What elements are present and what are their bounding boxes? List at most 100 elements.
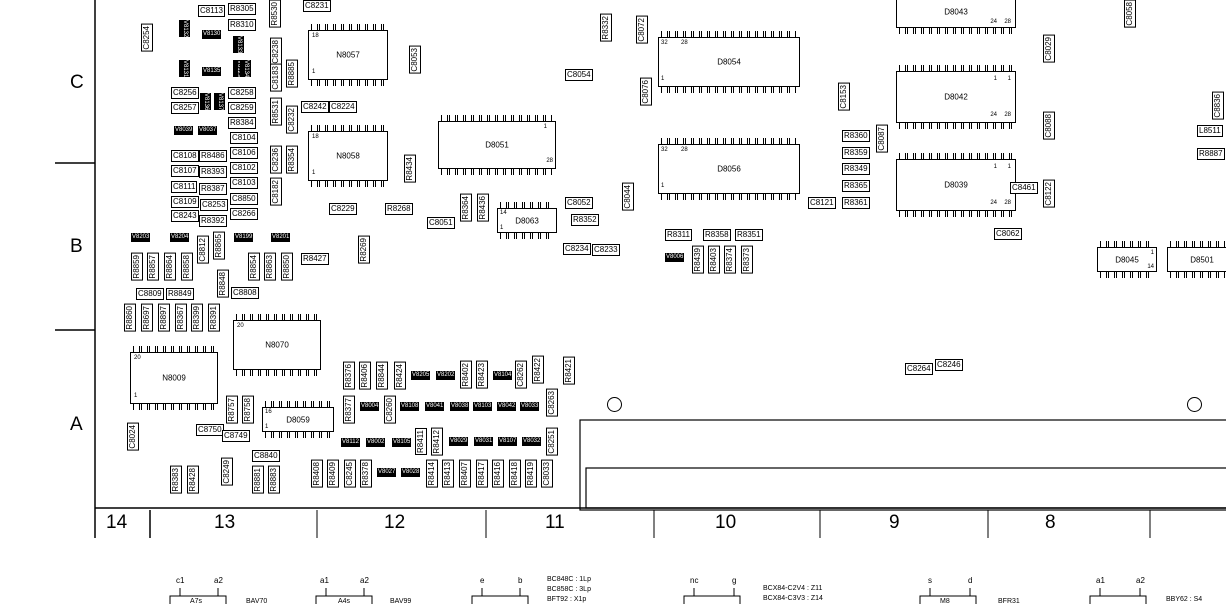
pin-label: nc: [690, 576, 699, 585]
component-ref-r8436: R8436: [477, 194, 489, 222]
component-ref-v8199: V8199: [234, 233, 254, 242]
component-ref-c8750: C8750: [196, 424, 224, 436]
component-ref-v8202: V8202: [436, 371, 456, 380]
package-type-line: BCX84-C3V3 : Z14: [763, 595, 823, 602]
ic-label: D8056: [717, 164, 741, 174]
pin-number: 14: [500, 210, 507, 216]
ic-d8059: 16 1 D8059: [262, 401, 334, 438]
component-ref-r8409: R8409: [327, 460, 339, 488]
component-ref-r8393: R8393: [199, 166, 227, 178]
pin-number: 28: [546, 158, 553, 164]
component-ref-v8112: V8112: [341, 438, 360, 447]
component-ref-r8865: R8865: [213, 232, 225, 260]
package-type-line: BFT92 : X1p: [547, 596, 587, 603]
column-label-14: 14: [106, 512, 128, 533]
component-ref-c8246: C8246: [935, 359, 963, 371]
component-ref-c8266: C8266: [230, 208, 258, 220]
component-ref-v8129: V8129: [233, 60, 244, 78]
component-ref-c8256: C8256: [171, 87, 199, 99]
component-ref-r8399: R8399: [191, 304, 203, 332]
component-ref-r8351: R8351: [735, 229, 763, 241]
component-ref-r8305: R8305: [228, 3, 256, 15]
component-ref-v8134: V8134: [240, 60, 251, 78]
pin-number: 1: [265, 424, 269, 430]
package-type-line: BBY62 : S4: [1166, 596, 1203, 603]
ic-d8042: 1 1 24 28 D8042: [896, 65, 1016, 129]
component-ref-r8850: R8850: [281, 253, 293, 281]
ic-d8501: D8501: [1167, 241, 1226, 278]
pin-label: a2: [1136, 576, 1145, 585]
component-ref-r8854: R8854: [248, 253, 260, 281]
mounting-hole: [1187, 397, 1202, 412]
component-ref-r8864: R8864: [164, 253, 176, 281]
pin-number: 1: [1007, 76, 1011, 82]
component-ref-r8844: R8844: [376, 362, 388, 390]
component-ref-c8033: C8033: [541, 460, 553, 488]
component-ref-r8374: R8374: [724, 246, 736, 274]
component-ref-c8253: C8253: [200, 199, 228, 211]
component-ref-c8251: C8251: [546, 428, 558, 456]
component-ref-r8427: R8427: [301, 253, 329, 265]
component-ref-r8349: R8349: [842, 163, 870, 175]
component-ref-r8377: R8377: [343, 396, 355, 424]
component-ref-v8042: V8042: [497, 402, 517, 411]
pin-number: 18: [312, 134, 319, 140]
component-ref-r8383: R8383: [170, 466, 182, 494]
component-ref-r8354: R8354: [286, 146, 298, 174]
component-ref-r8365: R8365: [842, 180, 870, 192]
pin-number: 1: [312, 69, 316, 75]
pin-number: 1: [1007, 164, 1011, 170]
component-ref-r8858: R8858: [181, 253, 193, 281]
pin-number: 1: [993, 76, 997, 82]
component-ref-c8107: C8107: [171, 165, 199, 177]
mounting-hole: [607, 397, 622, 412]
component-ref-c8260: C8260: [384, 396, 396, 424]
package-mark: M8: [940, 598, 950, 605]
pin-number: 28: [681, 40, 688, 46]
component-ref-c8840: C8840: [252, 450, 280, 462]
ic-d8043: 24 28 D8043: [896, 0, 1016, 34]
component-ref-c8183: C8183: [270, 64, 282, 92]
component-ref-r8268: R8268: [385, 203, 413, 215]
component-ref-c8058: C8058: [1124, 0, 1136, 28]
component-ref-r8407: R8407: [459, 460, 471, 488]
component-ref-v8037: V8037: [198, 126, 218, 135]
column-label-13: 13: [214, 512, 236, 533]
component-ref-r8439: R8439: [692, 246, 704, 274]
component-ref-r8419: R8419: [525, 460, 537, 488]
component-ref-c8245: C8245: [344, 460, 356, 488]
component-ref-c8812: C8812: [197, 236, 209, 264]
component-ref-c8087: C8087: [876, 125, 888, 153]
pin-label: a2: [360, 576, 369, 585]
component-ref-v8104: V8104: [493, 371, 513, 380]
component-ref-c8234: C8234: [563, 243, 591, 255]
pin-number: 20: [134, 355, 141, 361]
component-ref-v8132: V8132: [179, 20, 190, 38]
package-part: BAV70: [246, 598, 268, 605]
component-ref-c8053: C8053: [409, 46, 421, 74]
component-ref-v8029: V8029: [449, 437, 469, 446]
component-ref-r8860: R8860: [124, 304, 136, 332]
component-ref-v8108: V8108: [400, 402, 420, 411]
component-ref-r8364: R8364: [460, 194, 472, 222]
component-ref-c8224: C8224: [329, 101, 357, 113]
component-ref-r8424: R8424: [394, 362, 406, 390]
component-ref-c8808: C8808: [231, 287, 259, 299]
component-ref-r8387: R8387: [199, 183, 227, 195]
ic-n8070: 20 N8070: [233, 314, 321, 376]
pin-label: s: [928, 576, 932, 585]
component-ref-c8029: C8029: [1043, 35, 1055, 63]
component-ref-r8367: R8367: [175, 304, 187, 332]
component-ref-v8130: V8130: [202, 30, 222, 39]
component-ref-c8024: C8024: [127, 423, 139, 451]
component-ref-r8428: R8428: [187, 466, 199, 494]
component-ref-c8258: C8258: [228, 87, 256, 99]
component-ref-c8231: C8231: [303, 0, 331, 12]
pin-label: e: [480, 576, 485, 585]
package-type-line: BCX84-C2V4 : Z11: [763, 585, 823, 592]
pin-number: 1: [500, 225, 504, 231]
component-ref-r8384: R8384: [228, 117, 256, 129]
component-ref-v8107: V8107: [498, 437, 518, 446]
ic-d8051: 1 28 D8051: [438, 115, 556, 175]
